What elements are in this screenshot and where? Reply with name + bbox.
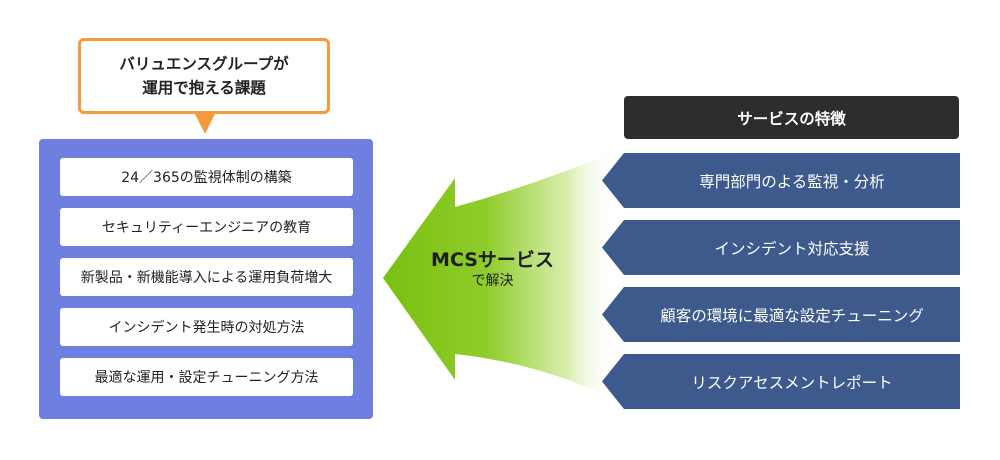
issue-item: 最適な運用・設定チューニング方法 <box>60 358 353 396</box>
issues-panel: 24／365の監視体制の構築 セキュリティーエンジニアの教育 新製品・新機能導入… <box>39 139 373 419</box>
callout-pointer <box>195 114 215 134</box>
feature-label: リスクアセスメントレポート <box>691 373 893 392</box>
feature-bar <box>602 287 960 342</box>
feature-label: 専門部門のよる監視・分析 <box>699 172 885 191</box>
callout-line-2: 運用で抱える課題 <box>142 79 266 97</box>
feature-bar <box>602 153 960 208</box>
issues-callout: バリュエンスグループが 運用で抱える課題 <box>78 38 330 114</box>
feature-bar <box>602 354 960 409</box>
features-title: サービスの特徴 <box>624 96 959 139</box>
feature-label: インシデント対応支援 <box>714 239 870 258</box>
arrow-shape <box>383 152 615 400</box>
feature-bar <box>602 220 960 275</box>
arrow-sub-label: で解決 <box>471 272 514 289</box>
issue-item: セキュリティーエンジニアの教育 <box>60 208 353 246</box>
feature-label: 顧客の環境に最適な設定チューニング <box>660 306 924 325</box>
callout-line-1: バリュエンスグループが <box>119 54 289 73</box>
issue-item: 新製品・新機能導入による運用負荷増大 <box>60 258 353 296</box>
issue-item: インシデント発生時の対処方法 <box>60 308 353 346</box>
arrow-main-label: MCSサービス <box>431 249 554 271</box>
arrow-label: MCSサービス で解決 <box>410 249 575 290</box>
issue-item: 24／365の監視体制の構築 <box>60 158 353 196</box>
